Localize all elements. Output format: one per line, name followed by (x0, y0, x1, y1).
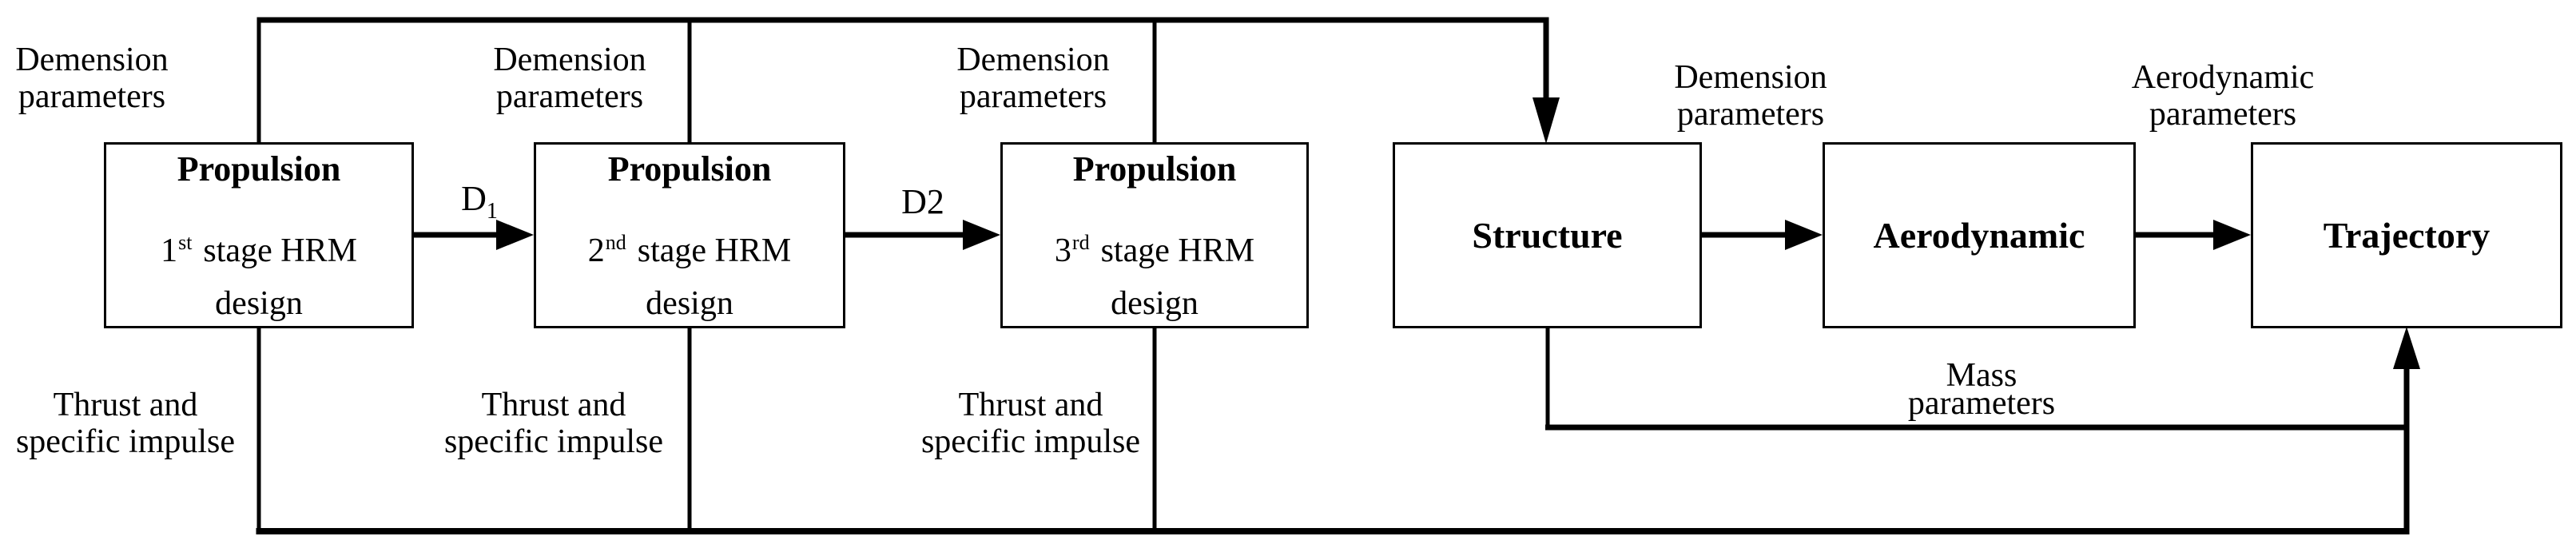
box-propulsion-stage1: Propulsion 1st stage HRM design (104, 142, 414, 328)
label-aerodynamic-parameters: Aerodynamic parameters (2127, 59, 2319, 133)
stage1-number: 1 (161, 232, 178, 269)
box-structure: Structure (1393, 142, 1702, 328)
label-aeroparams-line2: parameters (2149, 96, 2297, 133)
stage1-text: stage HRM (203, 232, 357, 269)
label-d1-base: D (461, 179, 487, 218)
structure-title: Structure (1472, 214, 1623, 256)
label-dimension1-line1: Demension (15, 42, 169, 78)
label-thrust2-line1: Thrust and (481, 387, 626, 423)
propulsion-stage2-footer: design (646, 285, 733, 322)
propulsion-stage3-footer: design (1111, 285, 1199, 322)
arrowhead-structure-aero (1785, 220, 1823, 250)
label-dimension2-line2: parameters (495, 78, 644, 115)
stage1-ordinal: st (178, 231, 193, 254)
label-dimension3-line1: Demension (956, 42, 1110, 78)
label-dimension-parameters-2: Demension parameters (482, 42, 658, 115)
propulsion-stage1-footer: design (215, 285, 303, 322)
propulsion-stage1-title: Propulsion (177, 149, 341, 189)
stage2-text: stage HRM (637, 232, 792, 269)
label-aeroparams-line1: Aerodynamic (2131, 59, 2315, 96)
stage2-ordinal: nd (605, 231, 626, 254)
top-bus-line (256, 17, 1549, 101)
arrowhead-into-structure (1532, 97, 1560, 144)
label-d1: D1 (441, 179, 518, 223)
stage2-number: 2 (587, 232, 605, 269)
label-dimension2-line1: Demension (493, 42, 646, 78)
label-thrust-specific-impulse-2: Thrust and specific impulse (442, 387, 666, 460)
label-thrust2-line2: specific impulse (443, 423, 664, 460)
label-thrust3-line1: Thrust and (958, 387, 1103, 423)
propulsion-stage1-line: 1st stage HRM (106, 229, 411, 272)
label-mass-line1: Mass (1946, 357, 2017, 394)
label-mass-parameters: Mass parameters (1886, 357, 2077, 422)
label-thrust3-line2: specific impulse (920, 423, 1141, 460)
stage3-number: 3 (1054, 232, 1071, 269)
label-dimension-parameters-4: Demension parameters (1663, 59, 1839, 133)
label-d1-sub: 1 (486, 198, 498, 224)
label-d2: D2 (901, 182, 944, 221)
propulsion-stage2-title: Propulsion (607, 149, 772, 189)
box-propulsion-stage3: Propulsion 3rd stage HRM design (1000, 142, 1309, 328)
label-dimension4-line1: Demension (1674, 59, 1827, 96)
label-dimension1-line2: parameters (18, 78, 166, 115)
box-aerodynamic: Aerodynamic (1823, 142, 2136, 328)
label-thrust-specific-impulse-1: Thrust and specific impulse (14, 387, 237, 460)
label-dimension-parameters-3: Demension parameters (945, 42, 1121, 115)
label-dimension4-line2: parameters (1676, 96, 1825, 133)
arrowhead-p2-p3 (963, 220, 1000, 250)
trajectory-title: Trajectory (2323, 214, 2491, 256)
propulsion-stage3-line: 3rd stage HRM (1003, 229, 1306, 272)
label-thrust1-line2: specific impulse (15, 423, 236, 460)
label-dimension-parameters-1: Demension parameters (0, 42, 184, 115)
arrowhead-into-trajectory (2393, 327, 2420, 369)
label-mass-line2: parameters (1907, 385, 2056, 422)
aerodynamic-title: Aerodynamic (1873, 214, 2085, 256)
box-trajectory: Trajectory (2251, 142, 2562, 328)
propulsion-stage2-line: 2nd stage HRM (536, 229, 843, 272)
arrowhead-aero-traj (2213, 220, 2251, 250)
label-thrust1-line1: Thrust and (53, 387, 198, 423)
propulsion-stage3-title: Propulsion (1072, 149, 1237, 189)
stage3-ordinal: rd (1071, 231, 1090, 254)
arrowhead-p1-p2 (496, 220, 534, 250)
stage3-text: stage HRM (1100, 232, 1255, 269)
box-propulsion-stage2: Propulsion 2nd stage HRM design (534, 142, 845, 328)
label-thrust-specific-impulse-3: Thrust and specific impulse (919, 387, 1143, 460)
label-dimension3-line2: parameters (959, 78, 1107, 115)
